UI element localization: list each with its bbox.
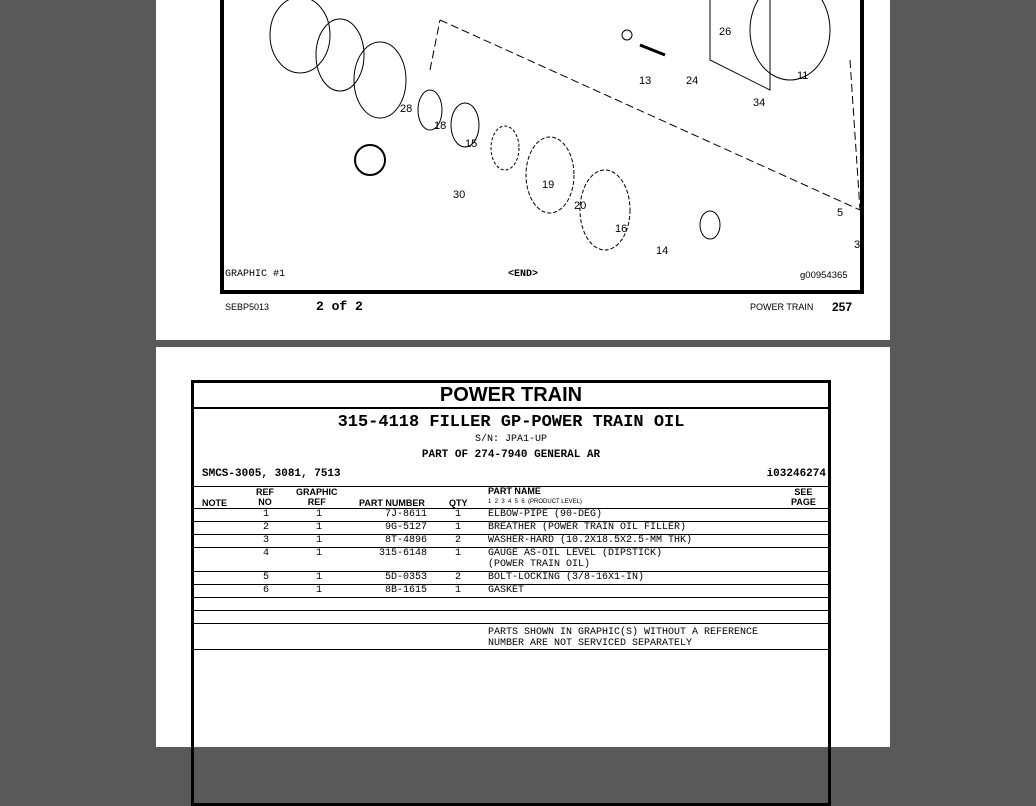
callout-14: 14: [656, 245, 668, 257]
part-14-sprocket: [579, 169, 631, 251]
ref-no: 3: [262, 535, 269, 546]
col-part-number: PART NUMBER: [359, 498, 425, 508]
callout-5: 5: [837, 207, 843, 219]
part-name: ELBOW-PIPE (90-DEG): [488, 509, 603, 520]
callout-34: 34: [753, 97, 765, 109]
ref-no: 1: [262, 509, 269, 520]
part-28-ring: [269, 0, 331, 74]
section-title: POWER TRAIN: [439, 384, 583, 406]
part-number: 315-6148: [378, 548, 427, 559]
graphic-frame: [220, 0, 864, 294]
part-number: 5D-0353: [384, 572, 427, 583]
part-18-seal: [315, 18, 365, 92]
catalog-page-257: 28 18 15 30 19 20 16 14 13 24 26 11 34 2…: [156, 0, 890, 340]
graphic-label: GRAPHIC #1: [225, 269, 286, 280]
graphic-ref: 1: [315, 509, 322, 520]
callout-32: 32: [854, 239, 860, 251]
part-25-housing: [709, 0, 771, 91]
page-number: 257: [832, 300, 853, 314]
note-line-2: NUMBER ARE NOT SERVICED SEPARATELY: [488, 638, 693, 649]
graphic-ref: 1: [315, 535, 322, 546]
callout-30: 30: [453, 189, 465, 201]
note-line-1: PARTS SHOWN IN GRAPHIC(S) WITHOUT A REFE…: [488, 627, 759, 638]
qty: 2: [454, 535, 461, 546]
part-number: 8B-1615: [384, 585, 427, 596]
callout-28: 28: [400, 103, 412, 115]
callout-26: 26: [719, 26, 731, 38]
callout-19: 19: [542, 179, 554, 191]
col-note: NOTE: [202, 498, 228, 508]
part-name: WASHER-HARD (10.2X18.5X2.5-MM THK): [488, 535, 693, 546]
ref-no: 2: [262, 522, 269, 533]
qty: 1: [454, 548, 461, 559]
parts-table: POWER TRAIN 315-4118 FILLER GP-POWER TRA…: [191, 380, 831, 806]
part-20-sleeve: [450, 102, 480, 148]
callout-16: 16: [615, 223, 627, 235]
part-name: BOLT-LOCKING (3/8-16X1-IN): [488, 572, 645, 583]
smcs-codes: SMCS-3005, 3081, 7513: [202, 468, 341, 480]
part-number: 8T-4896: [384, 535, 427, 546]
end-marker: <END>: [508, 269, 539, 280]
exploded-parts-diagram: 28 18 15 30 19 20 16 14 13 24 26 11 34 2…: [269, 0, 860, 257]
page-of: 2 of 2: [316, 299, 363, 314]
graphic-ref: 1: [315, 522, 322, 533]
graphic-id: g00954365: [800, 270, 848, 281]
col-product-level: 1 2 3 4 5 6 (PRODUCT LEVEL): [488, 499, 582, 505]
qty: 2: [454, 572, 461, 583]
part-name-line-2: (POWER TRAIN OIL): [488, 559, 591, 570]
part-19-bearing: [417, 89, 443, 131]
part-32-nut: [699, 210, 721, 240]
group-title: 315-4118 FILLER GP-POWER TRAIN OIL: [337, 413, 685, 432]
qty: 1: [454, 509, 461, 520]
qty: 1: [454, 522, 461, 533]
part-30-detail: [354, 144, 386, 176]
callout-15: 15: [465, 138, 477, 150]
part-number: 7J-8611: [384, 509, 427, 520]
ref-no: 6: [262, 585, 269, 596]
ref-no: 4: [262, 548, 269, 559]
qty: 1: [454, 585, 461, 596]
part-name: BREATHER (POWER TRAIN OIL FILLER): [488, 522, 687, 533]
ref-no: 5: [262, 572, 269, 583]
graphic-ref: 1: [315, 548, 322, 559]
col-part-name: PART NAME: [488, 486, 541, 496]
callout-11: 11: [797, 70, 808, 82]
part-16-gear-small: [490, 125, 520, 171]
col-qty: QTY: [449, 498, 468, 508]
part-17-gasket: [749, 0, 831, 81]
part-of: PART OF 274-7940 GENERAL AR: [421, 449, 601, 461]
footer-section: POWER TRAIN: [750, 302, 814, 312]
graphic-ref: 1: [315, 585, 322, 596]
part-name: GAUGE AS-OIL LEVEL (DIPSTICK): [488, 548, 663, 559]
part-name: GASKET: [488, 585, 525, 596]
info-id: i03246274: [766, 468, 826, 480]
graphic-ref: 1: [315, 572, 322, 583]
callout-18: 18: [434, 120, 446, 132]
part-16-sprocket: [525, 136, 575, 214]
serial-number: S/N: JPA1-UP: [474, 434, 547, 445]
callout-24: 24: [686, 75, 698, 87]
doc-id: SEBP5013: [225, 302, 270, 312]
callout-20: 20: [574, 200, 586, 212]
part-15-plate: [353, 41, 407, 119]
part-number: 9G-5127: [384, 522, 427, 533]
callout-13: 13: [639, 75, 651, 87]
catalog-page-parts-list: POWER TRAIN 315-4118 FILLER GP-POWER TRA…: [156, 347, 890, 806]
